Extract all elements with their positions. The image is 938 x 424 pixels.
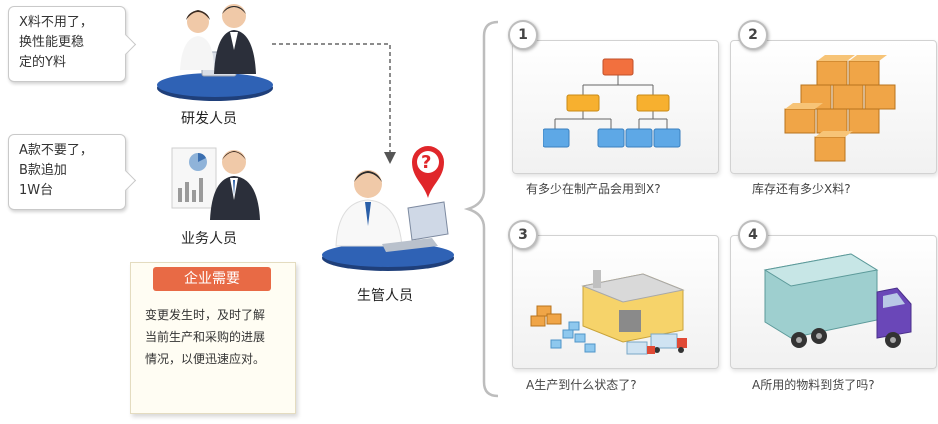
question-card-4 (730, 235, 937, 369)
rd-staff-illustration (157, 4, 273, 101)
question-caption-4: A所用的物料到货了吗? (752, 378, 875, 392)
factory-icon (530, 270, 687, 355)
sales-bubble-line-1: A款不要了， (19, 143, 93, 158)
question-mark-text: ? (421, 152, 432, 173)
enterprise-need-line-2: 当前生产和采购的进展 (145, 330, 266, 344)
enterprise-need-title: 企业需要 (153, 267, 271, 291)
enterprise-need-line-3: 情况，以便迅速应对。 (145, 352, 266, 366)
question-card-3 (512, 235, 719, 369)
sales-bubble-line-3: 1W台 (19, 183, 54, 198)
question-caption-3: A生产到什么状态了? (526, 378, 637, 392)
enterprise-need-line-1: 变更发生时，及时了解 (145, 308, 266, 322)
flow-arrow (272, 43, 396, 164)
question-pin-icon (412, 146, 444, 198)
inventory-boxes-icon (784, 55, 896, 162)
question-caption-2: 库存还有多少X料? (752, 182, 851, 196)
question-badge-2: 2 (738, 20, 768, 50)
pmc-staff-label: 生管人员 (357, 288, 413, 304)
rd-bubble-line-3: 定的Y料 (19, 55, 66, 70)
pmc-staff-illustration (322, 170, 454, 271)
question-card-1 (512, 40, 719, 174)
question-card-2 (730, 40, 937, 174)
rd-staff-label: 研发人员 (181, 111, 237, 127)
question-caption-1: 有多少在制产品会用到X? (526, 182, 661, 196)
sales-speech-bubble: A款不要了， B款追加 1W台 (8, 134, 137, 210)
question-badge-3: 3 (508, 220, 538, 250)
sales-staff-label: 业务人员 (181, 231, 237, 247)
rd-speech-bubble: X料不用了， 换性能更稳 定的Y料 (8, 6, 137, 82)
rd-bubble-line-1: X料不用了， (19, 15, 93, 30)
delivery-truck-icon (763, 253, 912, 348)
grouping-brace (463, 20, 499, 398)
enterprise-need-card: 企业需要 变更发生时，及时了解 当前生产和采购的进展 情况，以便迅速应对。 (130, 262, 296, 414)
sales-bubble-line-2: B款追加 (19, 163, 67, 178)
rd-bubble-line-2: 换性能更稳 (19, 35, 85, 50)
question-badge-1: 1 (508, 20, 538, 50)
hierarchy-chart-icon (543, 58, 681, 148)
question-badge-4: 4 (738, 220, 768, 250)
sales-staff-illustration (171, 147, 260, 220)
